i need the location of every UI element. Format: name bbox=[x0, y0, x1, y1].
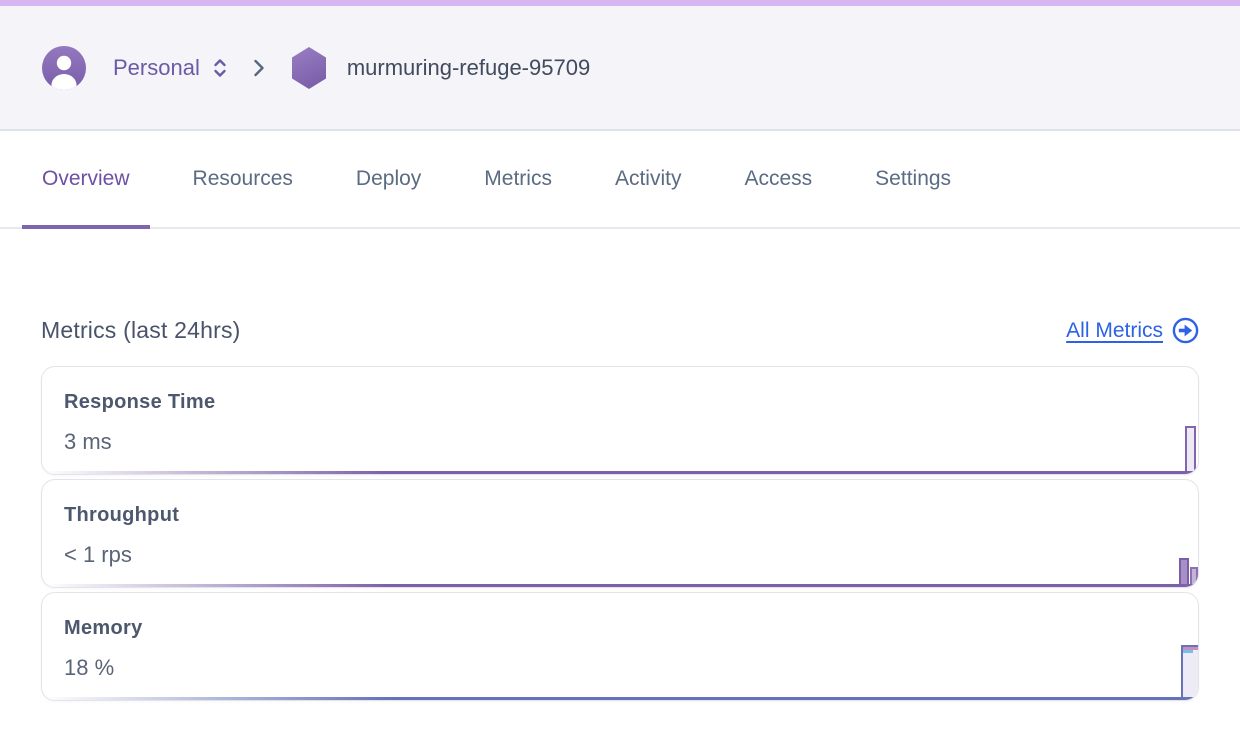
sparkline-bar bbox=[1185, 426, 1196, 471]
tab-overview[interactable]: Overview bbox=[22, 131, 150, 229]
metric-card-throughput[interactable]: Throughput < 1 rps bbox=[41, 479, 1199, 588]
all-metrics-link[interactable]: All Metrics bbox=[1066, 317, 1199, 344]
metrics-section-title: Metrics (last 24hrs) bbox=[41, 317, 241, 343]
metric-card-value: < 1 rps bbox=[64, 542, 132, 567]
breadcrumb-app-name[interactable]: murmuring-refuge-95709 bbox=[346, 54, 591, 80]
tab-bar: Overview Resources Deploy Metrics Activity Ac… bbox=[0, 131, 1240, 229]
top-accent-stripe bbox=[0, 0, 1240, 6]
sparkline-bar-cap bbox=[1183, 647, 1198, 650]
metric-card-value: 18 % bbox=[64, 655, 115, 680]
sparkline-baseline bbox=[42, 697, 1198, 700]
tab-access[interactable]: Access bbox=[744, 167, 813, 190]
metric-card-title: Throughput bbox=[64, 504, 180, 526]
sparkline-bar bbox=[1190, 567, 1198, 584]
tab-settings[interactable]: Settings bbox=[875, 167, 952, 190]
tab-metrics[interactable]: Metrics bbox=[484, 167, 552, 190]
metrics-section-header: Metrics (last 24hrs) All Metrics bbox=[41, 317, 1199, 344]
sparkline-baseline bbox=[42, 471, 1198, 474]
up-down-chevron-icon bbox=[211, 56, 229, 80]
breadcrumb: Personal murmuring-refuge-95709 bbox=[0, 6, 1240, 131]
overview-page: Metrics (last 24hrs) All Metrics Respons… bbox=[0, 317, 1240, 701]
tab-resources[interactable]: Resources bbox=[192, 167, 293, 190]
sparkline-bar-accent bbox=[1183, 650, 1193, 653]
app-hexagon-icon bbox=[289, 46, 329, 90]
arrow-right-circle-icon bbox=[1172, 317, 1199, 344]
sparkline-bar bbox=[1181, 645, 1198, 697]
all-metrics-link-label: All Metrics bbox=[1066, 318, 1163, 342]
avatar-person-icon bbox=[42, 45, 86, 90]
metric-card-value: 3 ms bbox=[64, 429, 112, 454]
metric-card-title: Response Time bbox=[64, 391, 216, 413]
metric-card-memory[interactable]: Memory 18 % bbox=[41, 592, 1199, 701]
account-switcher[interactable]: Personal bbox=[42, 45, 229, 90]
sparkline-baseline bbox=[42, 584, 1198, 587]
tab-activity[interactable]: Activity bbox=[614, 167, 682, 190]
breadcrumb-account-label: Personal bbox=[113, 54, 200, 80]
metric-card-title: Memory bbox=[64, 617, 143, 639]
tab-deploy[interactable]: Deploy bbox=[355, 167, 422, 190]
metric-card-response-time[interactable]: Response Time 3 ms bbox=[41, 366, 1199, 475]
chevron-right-icon bbox=[252, 56, 266, 80]
sparkline-bar bbox=[1179, 558, 1189, 584]
